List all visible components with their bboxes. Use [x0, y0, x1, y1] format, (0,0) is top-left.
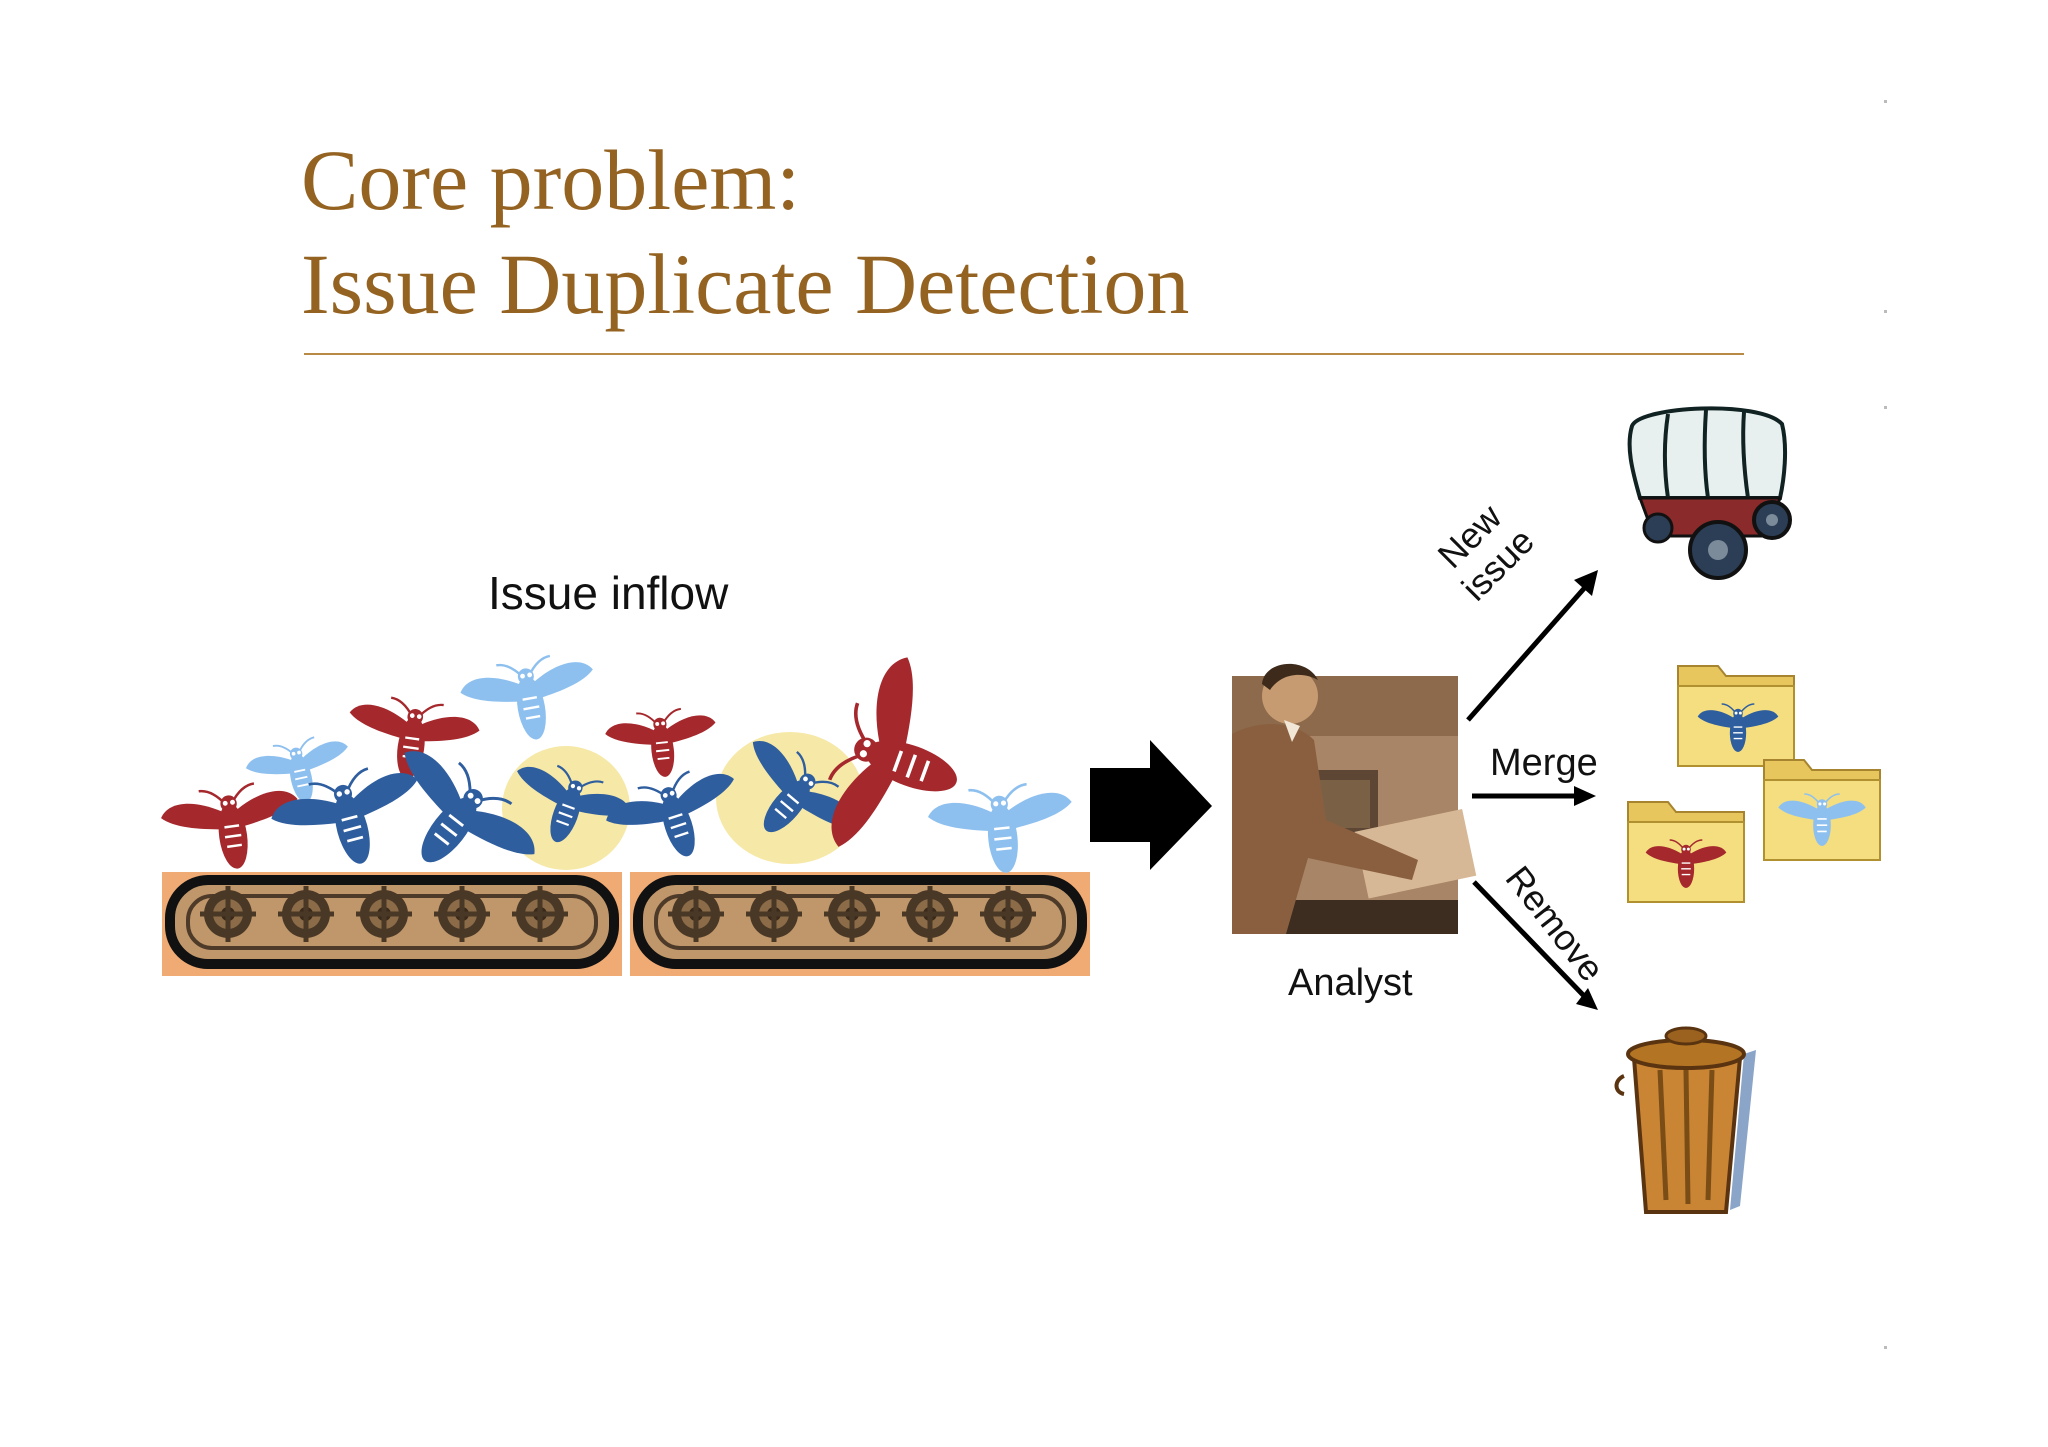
remove-arrow — [1472, 880, 1598, 1010]
big-arrow-icon — [1090, 740, 1212, 870]
bug-folder-icon — [1627, 801, 1745, 903]
merge-arrow — [1472, 786, 1596, 806]
issue-inflow-label: Issue inflow — [488, 567, 729, 619]
slide-margin-mark — [1884, 1346, 1887, 1349]
bug-icon — [455, 647, 605, 753]
trash-can-icon — [1614, 1026, 1756, 1214]
bug-folder-icon — [1763, 759, 1881, 861]
slide-title-line2: Issue Duplicate Detection — [301, 236, 1190, 332]
bug-icon — [924, 778, 1080, 882]
slide-margin-mark — [1884, 100, 1887, 103]
slide-title: Core problem: Issue Duplicate Detection — [301, 128, 1189, 336]
slide-title-line1: Core problem: — [301, 132, 801, 228]
bug-folder-icon — [1677, 665, 1795, 767]
merge-label: Merge — [1490, 742, 1598, 784]
analyst-at-desk-icon — [1232, 663, 1477, 934]
slide-margin-mark — [1884, 406, 1887, 409]
bug-icon — [602, 704, 722, 784]
covered-wagon-icon — [1627, 406, 1792, 580]
slide-margin-mark — [1884, 310, 1887, 313]
bug-icon — [340, 691, 484, 789]
bug-icon — [156, 776, 308, 880]
new-issue-arrow — [1466, 570, 1598, 722]
analyst-label: Analyst — [1288, 962, 1413, 1004]
title-divider — [304, 353, 1744, 355]
